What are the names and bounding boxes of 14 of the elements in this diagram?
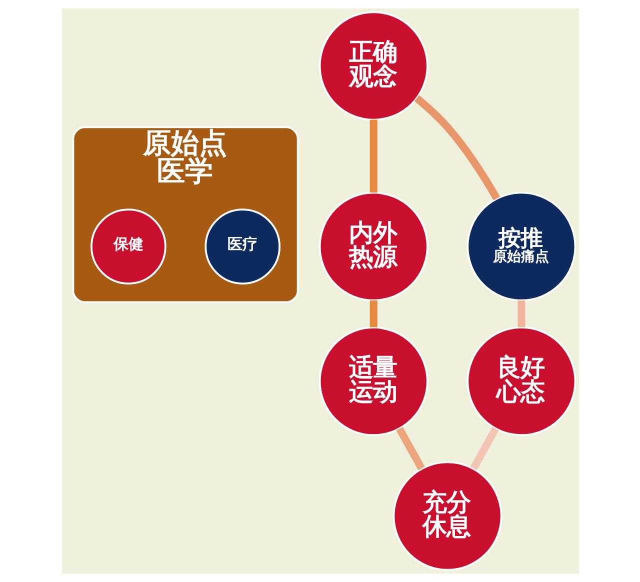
node-circle: 良好心态	[466, 326, 576, 436]
node-circle: 保健	[90, 208, 166, 284]
connector	[369, 120, 377, 193]
connector	[369, 300, 377, 328]
node-circle: 内外热源	[318, 192, 428, 302]
connector	[396, 426, 424, 470]
node-circle: 充分休息	[392, 461, 502, 571]
node-circle: 正确观念	[318, 11, 428, 121]
node-circle: 按推 原始痛点	[466, 192, 576, 302]
node-circle: 医疗	[204, 208, 280, 284]
connector	[414, 95, 500, 200]
connector	[517, 300, 525, 328]
node-circle: 适量运动	[318, 326, 428, 436]
connector	[470, 426, 498, 470]
